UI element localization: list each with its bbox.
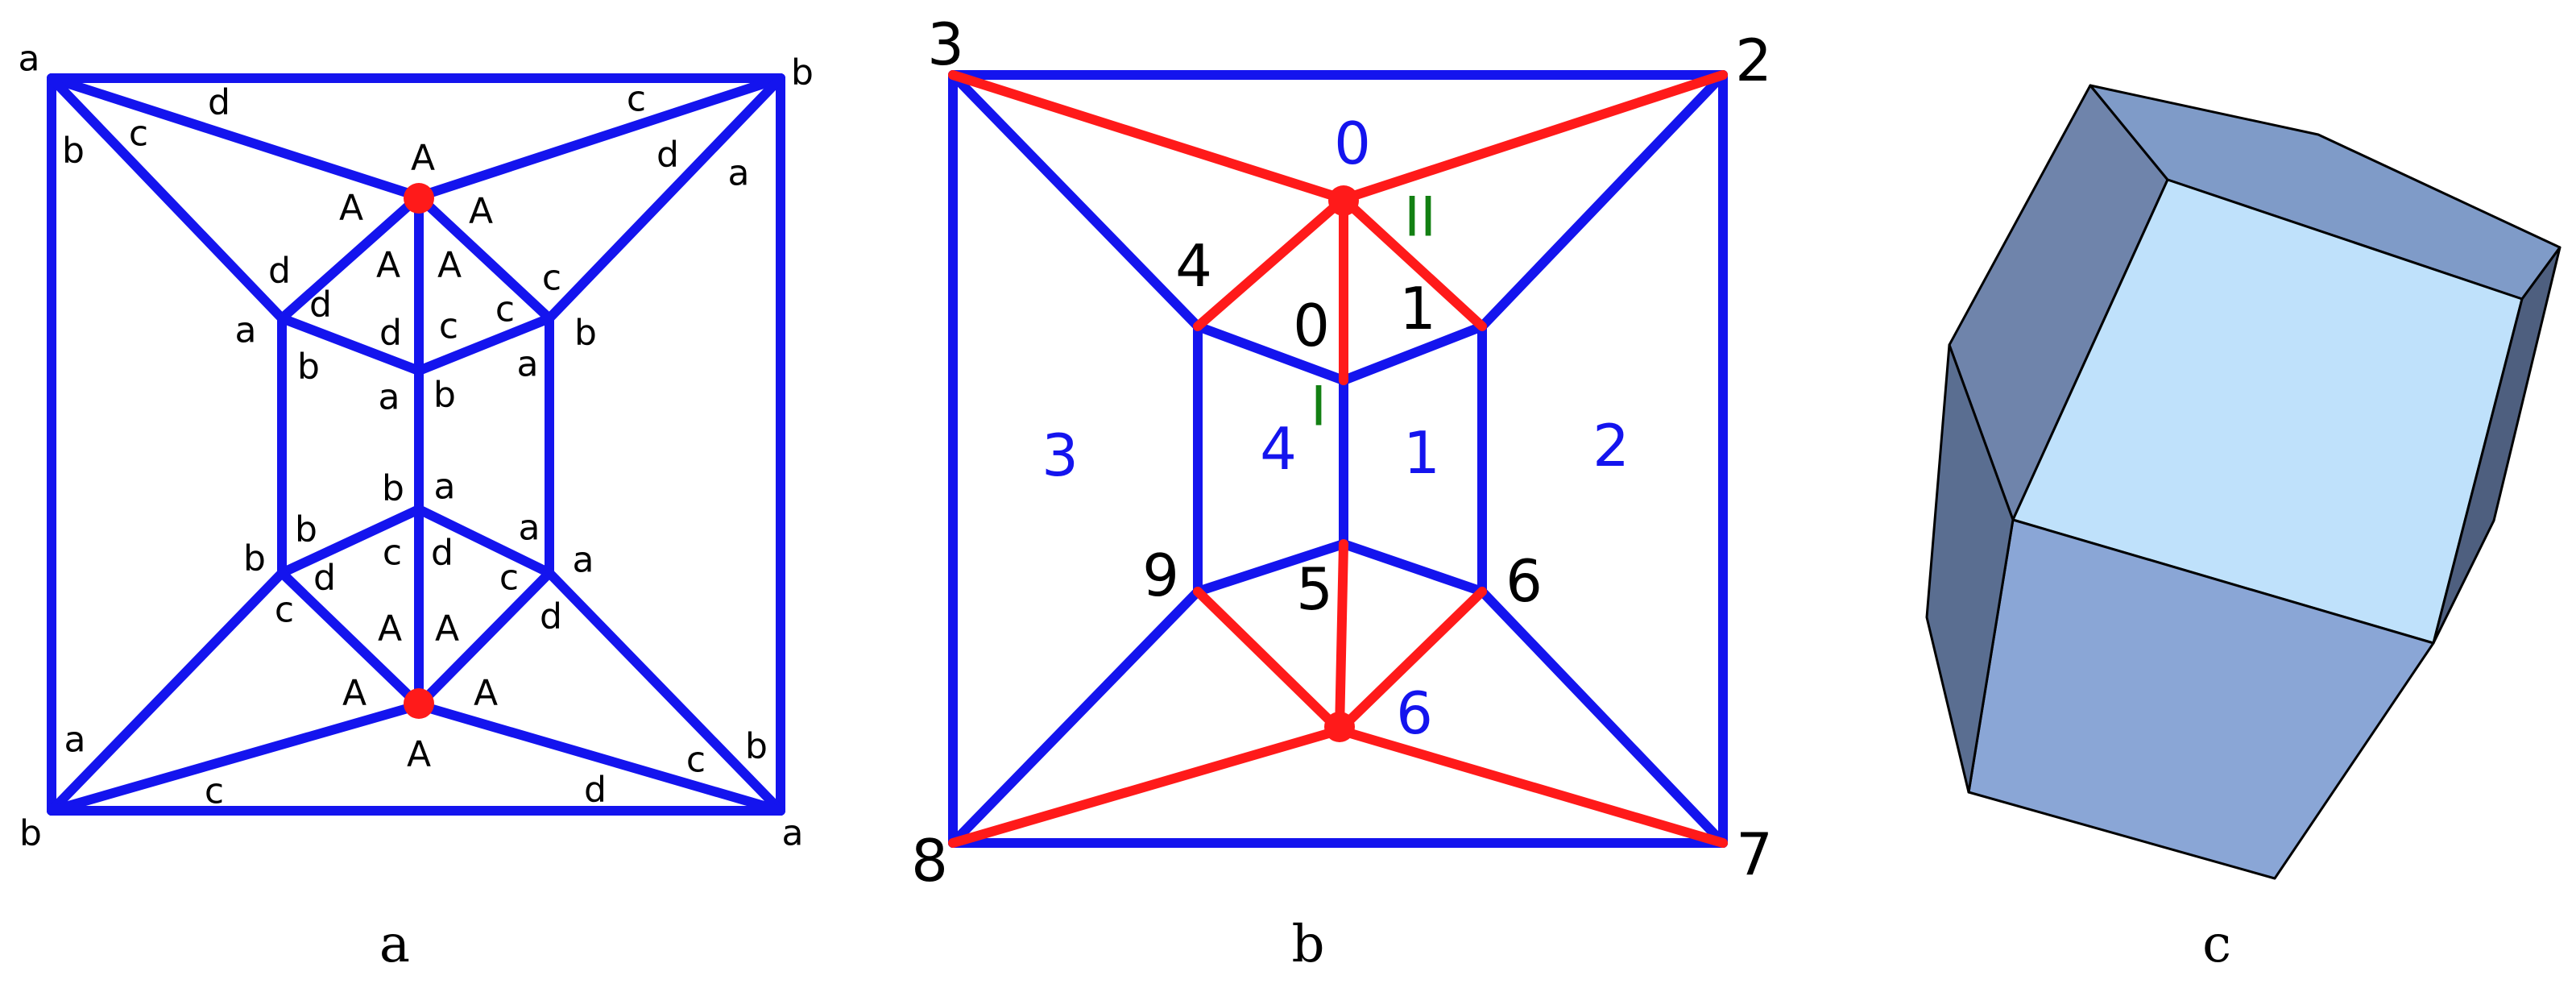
edge-label: b bbox=[297, 347, 320, 388]
edge-label: A bbox=[376, 245, 400, 286]
edge-label: a bbox=[519, 508, 540, 549]
edge-label: a bbox=[379, 377, 400, 418]
panel-a-bottom-vertex-dot bbox=[404, 688, 434, 719]
edge-label: b bbox=[382, 468, 404, 509]
edge-label: d bbox=[540, 596, 562, 637]
vertex-label: 3 bbox=[927, 10, 964, 78]
edge-label: b bbox=[433, 375, 456, 416]
face-left-outer bbox=[1925, 343, 2015, 794]
panel-b-blue-edges bbox=[948, 70, 1728, 848]
panel-b-caption: b bbox=[1292, 915, 1325, 974]
corner-label: a bbox=[19, 39, 40, 80]
vertex-label: 1 bbox=[1399, 275, 1436, 343]
vertex-label: 5 bbox=[1296, 555, 1333, 623]
edge-label: c bbox=[205, 771, 224, 812]
region-label: 3 bbox=[1042, 421, 1079, 489]
edge-label: c bbox=[499, 558, 519, 599]
edge-label: d bbox=[584, 770, 607, 811]
corner-label: b bbox=[19, 813, 42, 854]
vertex-label: 7 bbox=[1736, 820, 1773, 888]
edge-label: d bbox=[313, 558, 336, 599]
special-label: II bbox=[1404, 186, 1436, 250]
panel-b-top-vertex-dot bbox=[1328, 185, 1359, 216]
edge-label: b bbox=[295, 509, 317, 550]
edge-label: A bbox=[411, 138, 435, 179]
vertex-label: 0 bbox=[1293, 292, 1330, 359]
panel-a-graph bbox=[47, 73, 785, 816]
panel-c-caption: c bbox=[2202, 915, 2231, 974]
edge-label: d bbox=[431, 533, 453, 574]
edge-label: d bbox=[208, 82, 230, 123]
edge-label: b bbox=[574, 313, 597, 354]
edge-label: A bbox=[342, 673, 367, 714]
edge-label: A bbox=[435, 608, 459, 650]
edge-label: a bbox=[517, 344, 539, 385]
edge-label: a bbox=[728, 153, 750, 194]
panel-a-top-vertex-dot bbox=[404, 183, 434, 214]
edge-label: c bbox=[383, 533, 402, 574]
edge-label: a bbox=[573, 540, 594, 581]
edge-label: d bbox=[309, 284, 332, 326]
edge-label: c bbox=[542, 258, 561, 299]
panel-b-region-labels: 0 3 4 1 2 6 bbox=[1042, 110, 1630, 747]
edge-label: a bbox=[64, 720, 86, 761]
vertex-label: 4 bbox=[1175, 232, 1212, 300]
face-right-outer bbox=[2432, 246, 2562, 645]
region-label: 6 bbox=[1396, 679, 1433, 747]
panel-a-caption: a bbox=[379, 915, 410, 974]
panel-a-labels: a b b a b c d c d a A A A A A d c a b d … bbox=[19, 39, 814, 854]
edge-label: c bbox=[495, 289, 515, 330]
edge-label: c bbox=[275, 590, 294, 631]
corner-label: b bbox=[791, 52, 814, 93]
corner-label: a bbox=[782, 813, 804, 854]
region-label: 0 bbox=[1334, 110, 1371, 177]
edge-label: a bbox=[434, 467, 456, 508]
edge-label: c bbox=[129, 114, 148, 155]
edge-label: d bbox=[379, 313, 402, 354]
region-label: 1 bbox=[1403, 419, 1440, 487]
panel-b-special-labels: II I bbox=[1311, 186, 1436, 439]
edge-label: b bbox=[62, 131, 85, 172]
special-label: I bbox=[1311, 376, 1327, 439]
edge-label: A bbox=[378, 608, 402, 650]
edge-label: d bbox=[268, 251, 291, 292]
vertex-label: 6 bbox=[1505, 547, 1543, 615]
edge-label: b bbox=[243, 538, 266, 579]
edge-label: d bbox=[656, 135, 679, 176]
edge-label: a bbox=[235, 310, 257, 351]
edge-label: A bbox=[339, 188, 363, 229]
edge-label: c bbox=[686, 740, 706, 781]
edge-label: A bbox=[437, 245, 462, 286]
panel-b-bottom-vertex-dot bbox=[1324, 712, 1355, 742]
vertex-label: 2 bbox=[1735, 27, 1772, 94]
region-label: 4 bbox=[1260, 415, 1297, 483]
panel-c-polyhedron bbox=[1925, 84, 2562, 880]
edge-label: A bbox=[469, 191, 493, 232]
vertex-label: 9 bbox=[1142, 542, 1179, 609]
region-label: 2 bbox=[1592, 412, 1630, 480]
edge-label: A bbox=[407, 734, 431, 775]
edge-label: b bbox=[745, 726, 768, 767]
edge-label: A bbox=[474, 673, 498, 714]
vertex-label: 8 bbox=[911, 827, 948, 895]
panel-b-red-edges bbox=[948, 70, 1728, 848]
edge-label: c bbox=[627, 79, 646, 120]
edge-label: c bbox=[439, 306, 458, 347]
panel-b-vertex-labels: 3 2 8 7 4 1 0 9 5 6 bbox=[911, 10, 1773, 895]
